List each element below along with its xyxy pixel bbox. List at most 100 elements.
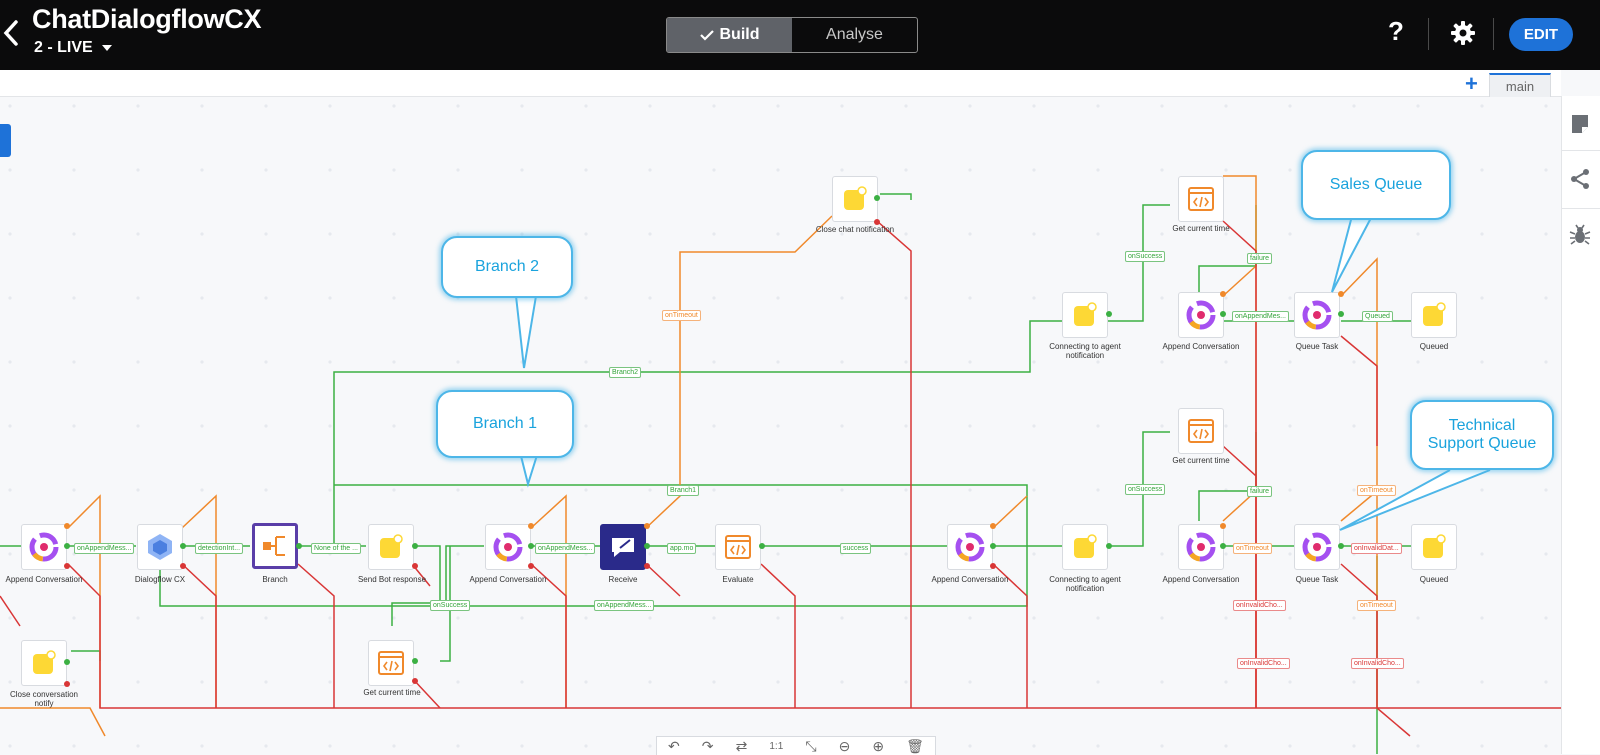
top-bar: ChatDialogflowCX 2 - LIVE Build Analyse …	[0, 0, 1600, 70]
flow-canvas[interactable]	[0, 96, 1561, 754]
queued-node[interactable]	[1411, 524, 1457, 570]
output-port[interactable]	[644, 563, 650, 569]
edge-label[interactable]: Branch2	[609, 367, 642, 378]
output-port[interactable]	[1338, 543, 1344, 549]
connecting-agent-node[interactable]	[1062, 524, 1108, 570]
edge-label[interactable]: Branch1	[667, 485, 700, 496]
edge-label[interactable]: detectionInt...	[195, 543, 244, 554]
output-port[interactable]	[64, 659, 70, 665]
dialogflow-cx-node[interactable]	[137, 524, 183, 570]
output-port[interactable]	[990, 543, 996, 549]
receive-node[interactable]	[600, 524, 646, 570]
close-conversation-node[interactable]	[21, 640, 67, 686]
edge-label[interactable]: onSuccess	[430, 600, 471, 611]
swap-icon[interactable]: ⇄	[735, 737, 748, 754]
output-port[interactable]	[990, 563, 996, 569]
output-port[interactable]	[64, 563, 70, 569]
zoom-out-icon[interactable]: ⊖	[838, 737, 851, 754]
get-current-time-node[interactable]	[368, 640, 414, 686]
output-port[interactable]	[64, 543, 70, 549]
append-conversation-node[interactable]	[21, 524, 67, 570]
append-conversation-node[interactable]	[947, 524, 993, 570]
divider	[1428, 18, 1429, 50]
edge-label[interactable]: onTimeout	[1233, 543, 1272, 554]
edge-label[interactable]: onInvalidDat...	[1351, 543, 1402, 554]
output-port[interactable]	[1106, 311, 1112, 317]
edge-label[interactable]: success	[840, 543, 872, 554]
output-port[interactable]	[412, 658, 418, 664]
output-port[interactable]	[1106, 543, 1112, 549]
share-icon[interactable]	[1569, 168, 1591, 190]
version-selector[interactable]: 2 - LIVE	[34, 39, 113, 57]
output-port[interactable]	[412, 678, 418, 684]
output-port[interactable]	[644, 543, 650, 549]
redo-icon[interactable]: ↷	[701, 737, 714, 754]
add-flow-tab-button[interactable]: +	[1465, 71, 1478, 96]
edge-label[interactable]: onAppendMess...	[594, 600, 655, 611]
close-chat-notification-node[interactable]	[832, 176, 878, 222]
zoom-in-icon[interactable]: ⊕	[872, 737, 885, 754]
edge-label[interactable]: onAppendMess...	[74, 543, 135, 554]
edge-label[interactable]: failure	[1247, 486, 1273, 497]
output-port[interactable]	[644, 523, 650, 529]
output-port[interactable]	[1220, 543, 1226, 549]
append-conversation-node[interactable]	[1178, 524, 1224, 570]
edge-label[interactable]: onAppendMess...	[535, 543, 596, 554]
output-port[interactable]	[296, 543, 302, 549]
output-port[interactable]	[990, 523, 996, 529]
collapse-icon[interactable]: ⤡	[805, 737, 817, 754]
output-port[interactable]	[64, 681, 70, 687]
output-port[interactable]	[1220, 291, 1226, 297]
output-port[interactable]	[528, 563, 534, 569]
output-port[interactable]	[528, 523, 534, 529]
connecting-agent-node[interactable]	[1062, 292, 1108, 338]
output-port[interactable]	[180, 543, 186, 549]
tab-main[interactable]: main	[1489, 73, 1551, 97]
output-port[interactable]	[528, 543, 534, 549]
output-port[interactable]	[1220, 523, 1226, 529]
bug-icon[interactable]	[1569, 224, 1591, 246]
node-label: Append Conversation	[1162, 342, 1240, 351]
output-port[interactable]	[1338, 311, 1344, 317]
edge-label[interactable]: onAppendMes...	[1232, 311, 1289, 322]
output-port[interactable]	[412, 563, 418, 569]
edge-label[interactable]: onTimeout	[1357, 485, 1396, 496]
edge-label[interactable]: onInvalidCho...	[1237, 658, 1290, 669]
get-current-time-node[interactable]	[1178, 176, 1224, 222]
edge-label[interactable]: onInvalidCho...	[1233, 600, 1286, 611]
back-arrow-icon[interactable]	[2, 18, 20, 48]
get-current-time-node[interactable]	[1178, 408, 1224, 454]
tab-build[interactable]: Build	[667, 18, 792, 52]
edge-label[interactable]: onInvalidCho...	[1351, 658, 1404, 669]
undo-icon[interactable]: ↶	[668, 737, 680, 754]
notification-icon	[33, 650, 56, 674]
output-port[interactable]	[759, 543, 765, 549]
output-port[interactable]	[1338, 291, 1344, 297]
output-port[interactable]	[180, 563, 186, 569]
output-port[interactable]	[874, 195, 880, 201]
note-icon[interactable]	[1569, 113, 1591, 135]
output-port[interactable]	[874, 219, 880, 225]
output-port[interactable]	[412, 543, 418, 549]
edit-button[interactable]: EDIT	[1509, 18, 1573, 51]
tab-analyse[interactable]: Analyse	[792, 18, 917, 52]
queue-task-node[interactable]	[1294, 292, 1340, 338]
edge-label[interactable]: failure	[1247, 253, 1273, 264]
edge-label[interactable]: onTimeout	[662, 310, 701, 321]
edge-label[interactable]: app.mo	[667, 543, 697, 554]
output-port[interactable]	[1220, 311, 1226, 317]
gear-icon[interactable]	[1450, 20, 1476, 46]
queued-node[interactable]	[1411, 292, 1457, 338]
fit-button[interactable]: 1:1	[769, 740, 784, 752]
edge-label[interactable]: Queued	[1362, 311, 1393, 322]
notification-icon	[1423, 302, 1446, 326]
edge-label[interactable]: onSuccess	[1125, 251, 1166, 262]
append-conversation-node[interactable]	[485, 524, 531, 570]
edge-label[interactable]: onTimeout	[1357, 600, 1396, 611]
edge-label[interactable]: None of the ...	[311, 543, 361, 554]
edge-label[interactable]: onSuccess	[1125, 484, 1166, 495]
help-icon[interactable]: ?	[1388, 16, 1404, 46]
output-port[interactable]	[64, 523, 70, 529]
trash-icon[interactable]: 🗑	[906, 737, 924, 754]
